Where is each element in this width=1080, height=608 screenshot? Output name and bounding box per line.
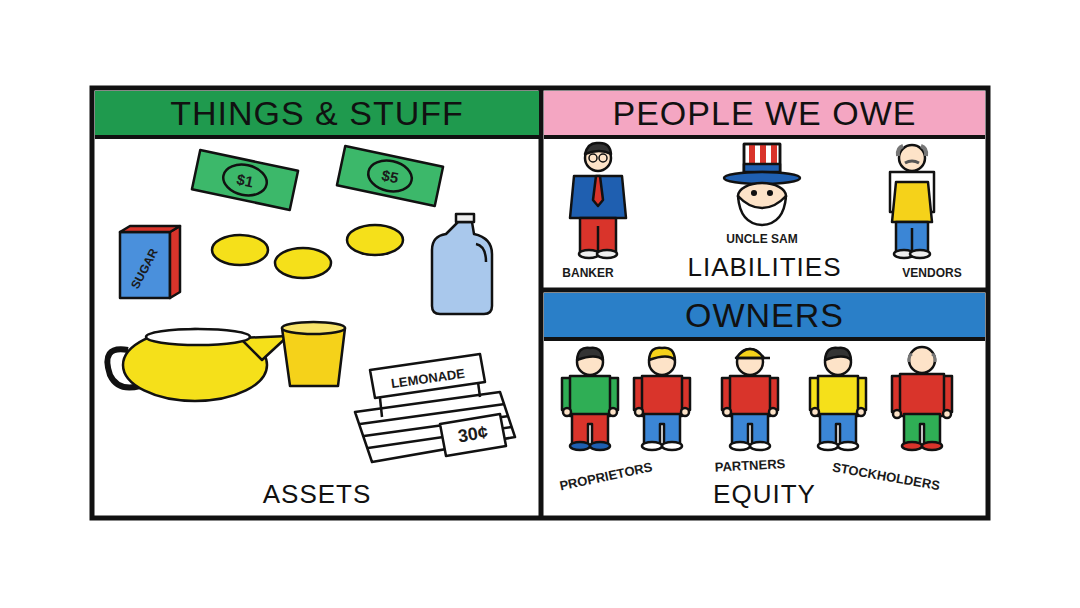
panel: THINGS & STUFF ASSETS	[95, 91, 539, 515]
panel-heading: OWNERS	[544, 293, 985, 341]
panel-heading: PEOPLE WE OWE	[544, 91, 985, 139]
picture-label: UNCLE SAM	[724, 233, 799, 246]
panel: PEOPLE WE OWE LIABILITIES	[544, 91, 985, 288]
picture-label: BANKER	[560, 267, 615, 280]
panel-label: LIABILITIES	[687, 252, 841, 282]
panel-label: ASSETS	[263, 479, 372, 509]
picture-label: VENDORS	[900, 267, 963, 280]
panel-heading: THINGS & STUFF	[95, 91, 539, 139]
panel-label: EQUITY	[713, 479, 816, 509]
